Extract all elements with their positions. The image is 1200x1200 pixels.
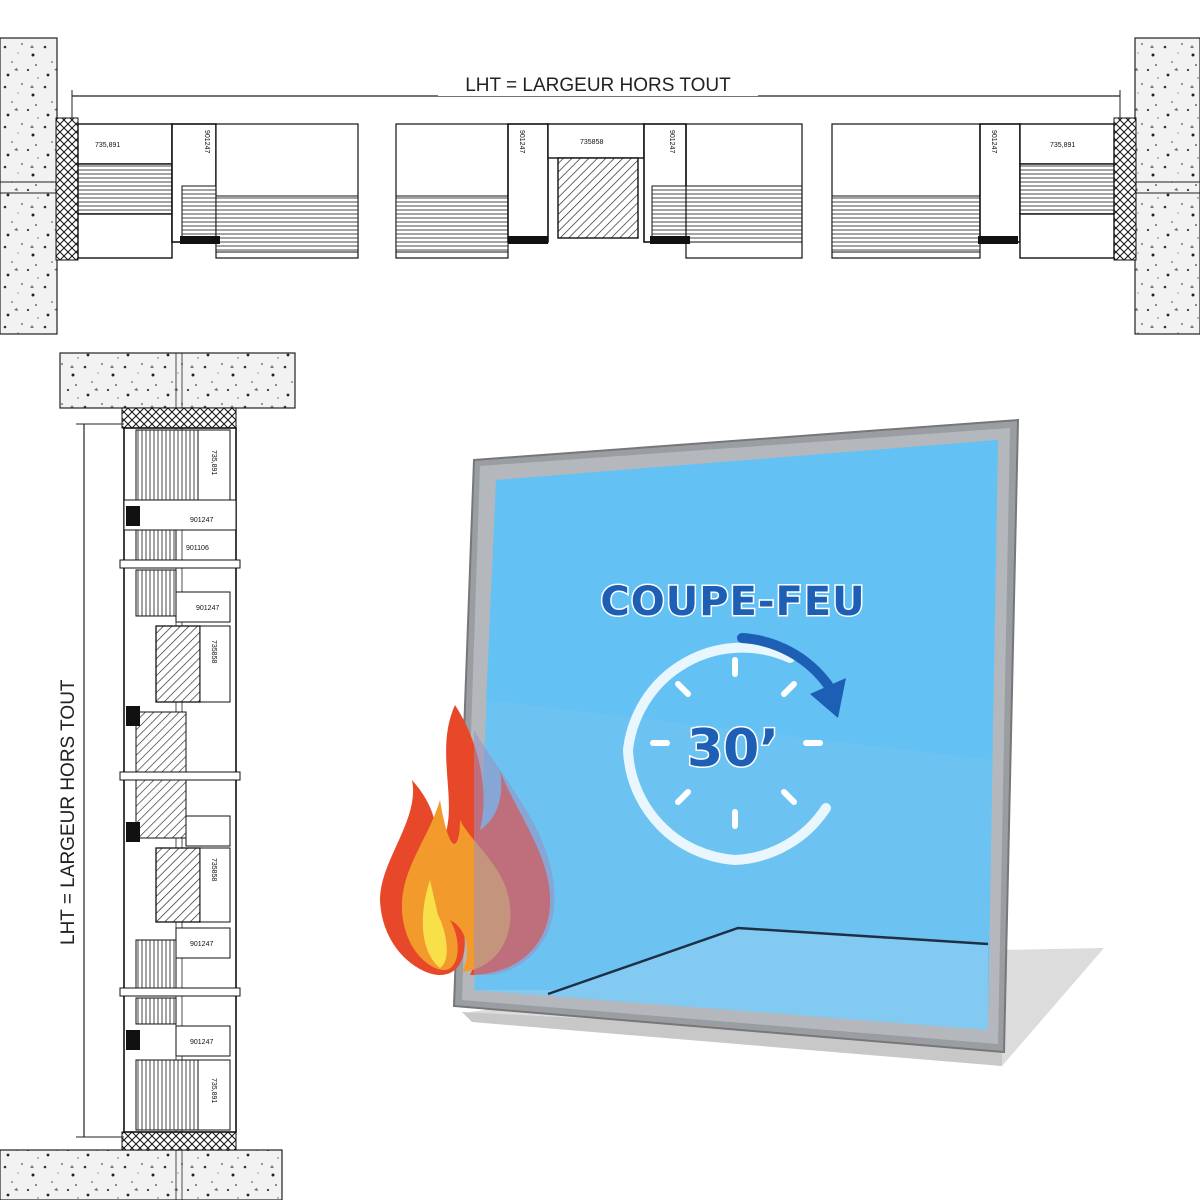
side-code-2: 901247 [190,517,213,524]
side-code-3: 901106 [186,545,209,552]
side-code-7: 901247 [190,941,213,948]
top-code-right: 735,891 [1050,142,1075,149]
side-code-4: 901247 [196,605,219,612]
side-code-9: 735,891 [210,1078,217,1103]
top-slab [59,352,296,409]
top-code-mid-left: 901247 [518,130,525,153]
side-code-8: 901247 [190,1039,213,1046]
arrow-icon [737,633,833,690]
top-code-left-2: 901247 [203,130,210,153]
bottom-slab [0,1149,283,1200]
side-code-1: 735,891 [210,450,217,475]
top-dimension-label: LHT = LARGEUR HORS TOUT [465,75,731,96]
top-code-mid: 735858 [580,139,603,146]
top-code-left: 735,891 [95,142,120,149]
right-wall [1134,37,1200,335]
top-section-drawing: LHT = LARGEUR HORS TOUT 735,891 901247 9… [0,37,1200,335]
timer-arc [622,642,831,866]
duration-label: 30’ [687,719,779,779]
left-wall [0,37,58,335]
top-code-right-2: 901247 [990,130,997,153]
clock-ticks [650,657,823,829]
coupe-feu-title: COUPE-FEU [600,579,865,625]
side-code-5: 735858 [210,640,217,663]
side-code-6: 735858 [210,858,217,881]
side-dimension-label: LHT = LARGEUR HORS TOUT [58,679,79,945]
top-code-mid-right: 901247 [668,130,675,153]
side-section-drawing: LHT = LARGEUR HORS TOUT 735,891 901247 9… [0,352,296,1200]
fire-glass-illustration: COUPE-FEU 30’ [380,418,1104,1066]
